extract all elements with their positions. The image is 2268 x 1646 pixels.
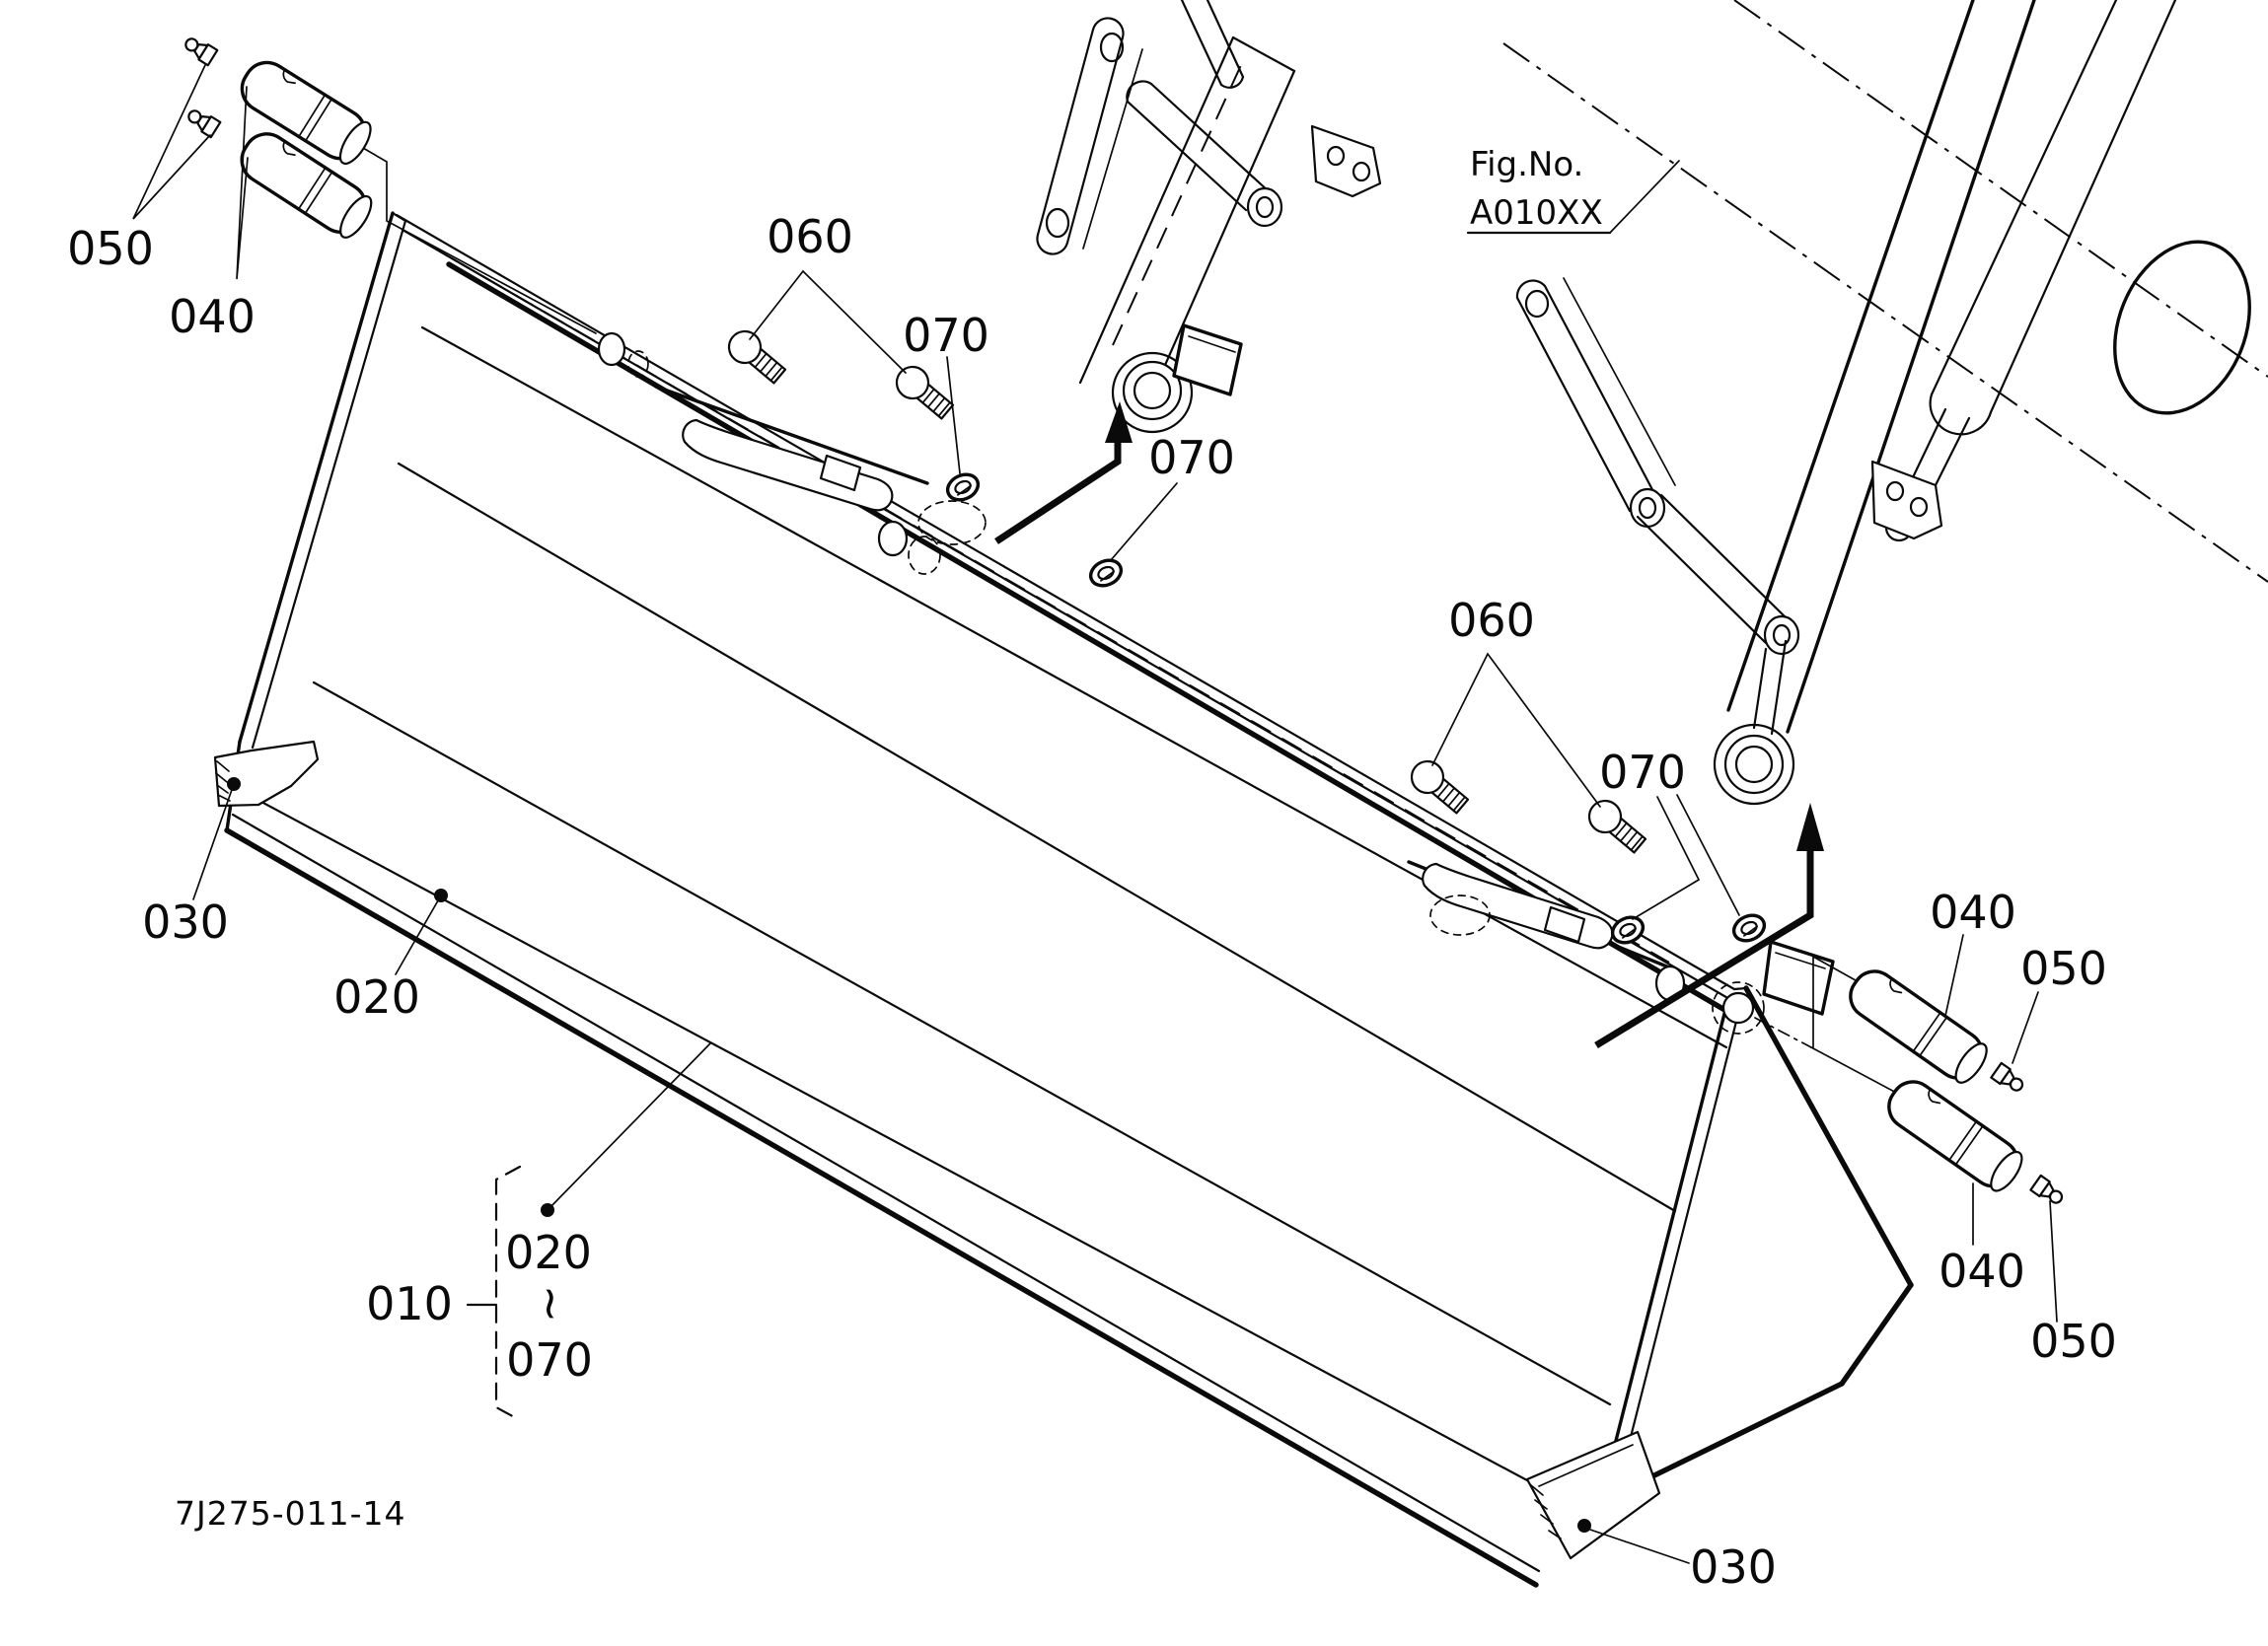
callout-group-tilde: ~ bbox=[525, 1285, 578, 1324]
mount-bracket-left-arm bbox=[1310, 124, 1382, 198]
callout-group-assembly: 010 bbox=[366, 1277, 453, 1330]
callout-nut-left-b: 070 bbox=[1148, 431, 1235, 484]
assembly-arrow-right bbox=[1594, 803, 1824, 1048]
latch-wedge-left-arm bbox=[1172, 323, 1243, 396]
bucket-top-hidden-line bbox=[451, 257, 1670, 964]
latch-clevis-left bbox=[819, 454, 862, 492]
hinge-pin-left-2 bbox=[240, 132, 373, 239]
grease-fitting-left-2 bbox=[187, 109, 222, 139]
tire-rim-ellipse bbox=[2113, 240, 2251, 415]
side-panel-right-inner-edge bbox=[1601, 996, 1730, 1493]
callout-group-from: 020 bbox=[505, 1226, 592, 1279]
bolt-left-1 bbox=[727, 329, 787, 385]
callout-grease-right-top: 050 bbox=[2020, 942, 2107, 995]
callout-bracket-right: 030 bbox=[1690, 1540, 1777, 1594]
grease-fitting-right-2 bbox=[2029, 1174, 2064, 1204]
side-panel-left-outer bbox=[238, 211, 395, 744]
latch-clevis-right bbox=[1543, 905, 1586, 944]
hinge-boss-left bbox=[877, 520, 909, 557]
callout-nut-left-a: 070 bbox=[903, 309, 989, 362]
side-panel-right-outer bbox=[1743, 985, 1914, 1288]
assembly-arrow-left bbox=[994, 401, 1133, 544]
latch-wedge-right-arm bbox=[1762, 940, 1835, 1016]
mount-bracket-right-arm bbox=[1870, 460, 1943, 540]
grease-fitting-left-1 bbox=[184, 37, 219, 67]
callout-grease-left: 050 bbox=[67, 222, 154, 275]
loader-arm-right bbox=[1502, 0, 2268, 1016]
bolt-right-1 bbox=[1410, 759, 1470, 815]
pin-axis-lines bbox=[362, 147, 2019, 1159]
nut-left-2 bbox=[1088, 558, 1124, 588]
leader-lines bbox=[132, 64, 2058, 1564]
fig-no-value: A010XX bbox=[1470, 193, 1603, 233]
callout-nut-right: 070 bbox=[1599, 746, 1686, 799]
group-bracket bbox=[494, 1165, 522, 1422]
callout-grease-right-bottom: 050 bbox=[2030, 1315, 2117, 1368]
callout-pin-left: 040 bbox=[169, 290, 256, 343]
cutting-edge-top bbox=[247, 793, 1582, 1511]
hinge-pin-right-1 bbox=[1849, 969, 1988, 1084]
fig-no-label: Fig.No. bbox=[1470, 145, 1583, 184]
latch-right bbox=[1407, 860, 1765, 1035]
callout-bracket-left: 030 bbox=[142, 895, 229, 949]
callout-pin-right-top: 040 bbox=[1930, 886, 2016, 939]
bolt-left-2 bbox=[895, 365, 955, 420]
callout-cutting-edge: 020 bbox=[333, 970, 420, 1024]
nut-right-2 bbox=[1731, 913, 1767, 943]
nut-right-1 bbox=[1610, 915, 1646, 945]
callout-bolt-right: 060 bbox=[1448, 594, 1535, 647]
corner-bracket-right bbox=[1525, 1430, 1661, 1560]
callout-pin-right-bottom: 040 bbox=[1939, 1245, 2025, 1298]
latch-left bbox=[597, 331, 987, 575]
callout-group-to: 070 bbox=[506, 1333, 593, 1387]
drawing-number: 7J275-011-14 bbox=[175, 1494, 406, 1533]
bolt-right-2 bbox=[1587, 799, 1647, 854]
latch-rod-left bbox=[682, 418, 894, 512]
cutting-edge-bottom bbox=[224, 827, 1539, 1588]
loader-arm-left bbox=[1036, 0, 1382, 434]
grease-fitting-right-1 bbox=[1990, 1061, 2024, 1092]
bucket-assembly bbox=[213, 211, 1914, 1588]
hinge-pin-right-2 bbox=[1887, 1080, 2023, 1192]
hinge-pin-left-1 bbox=[240, 60, 372, 166]
callout-bolt-left: 060 bbox=[767, 210, 853, 263]
nut-left-1 bbox=[945, 472, 981, 502]
